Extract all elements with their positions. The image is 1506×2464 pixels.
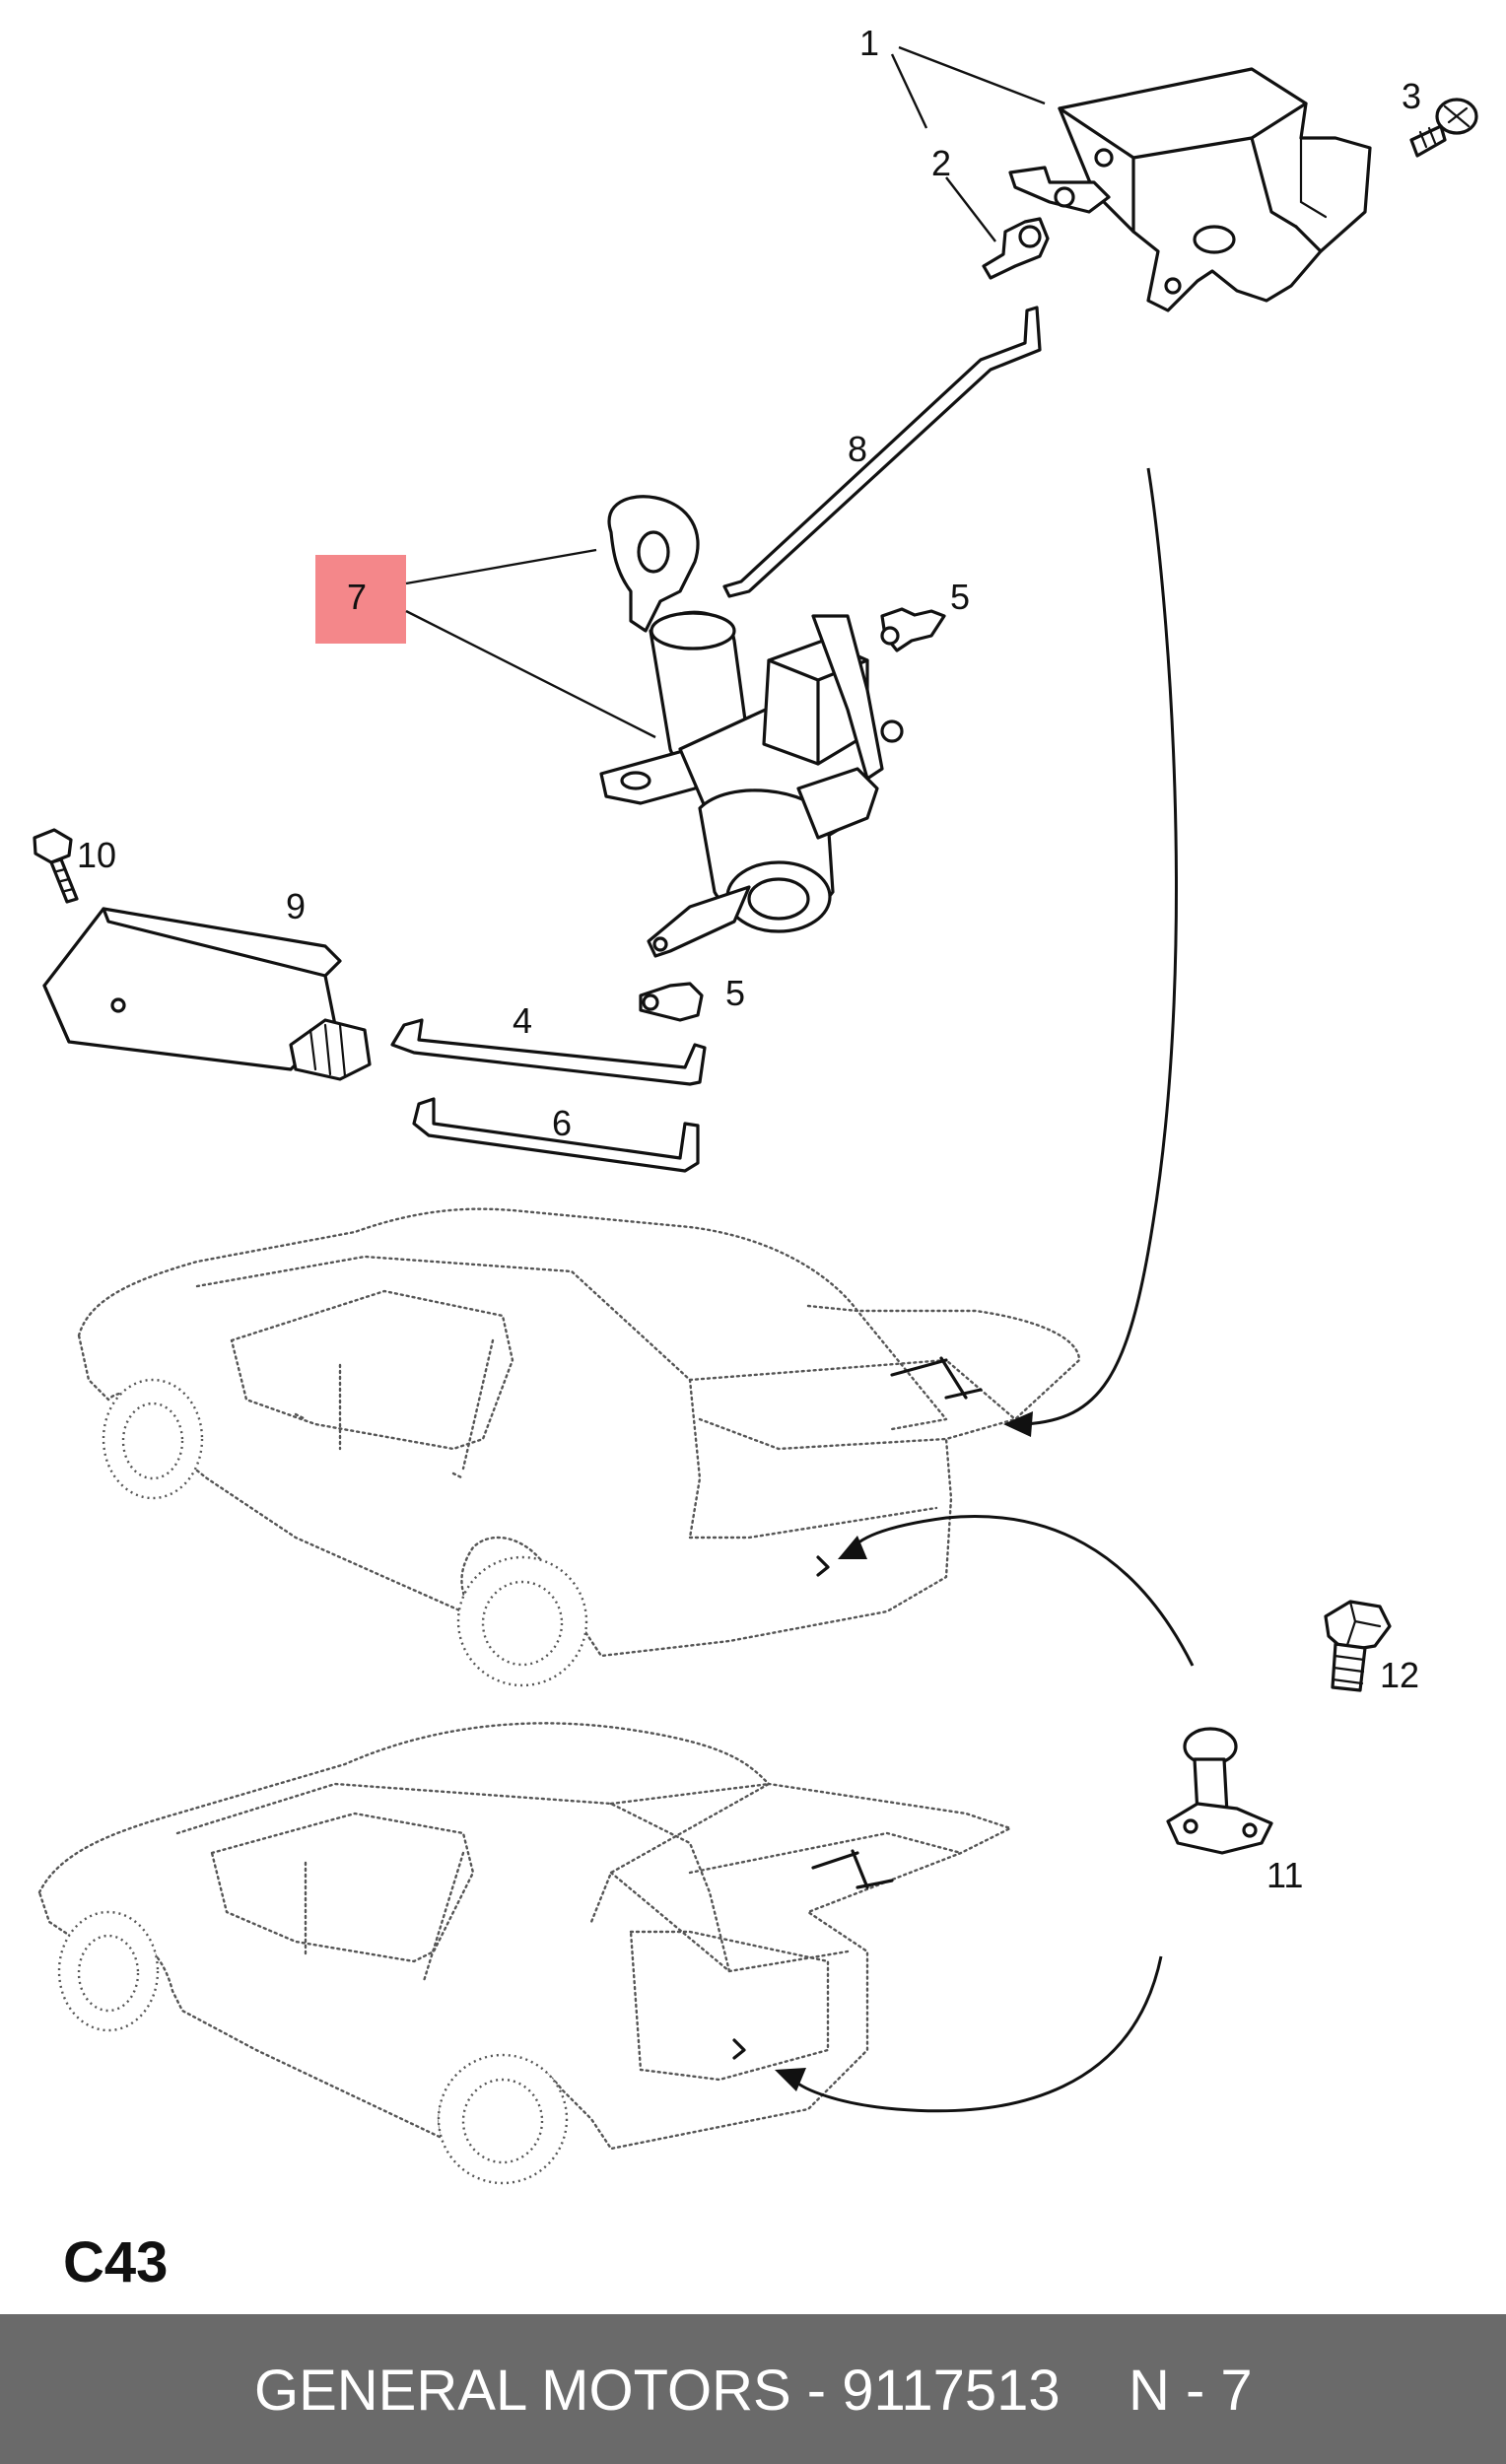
highlight-box-part-7	[315, 555, 406, 644]
callout-1: 1	[859, 23, 879, 63]
callout-11: 11	[1266, 1855, 1303, 1895]
callout-3: 3	[1402, 76, 1421, 116]
callout-12: 12	[1380, 1655, 1419, 1695]
callout-2: 2	[931, 143, 951, 183]
part-2-clip	[982, 166, 1111, 280]
leader-lines	[405, 45, 1046, 739]
car-view-tailgate-open	[37, 1722, 1012, 2185]
callout-6: 6	[552, 1103, 572, 1143]
part-3-screw	[1409, 98, 1478, 158]
part-4-rod	[390, 1018, 707, 1086]
part-5-clip-lower	[639, 982, 704, 1022]
callout-numbers: 1 2 3 8 7 5 10 9 5 4 6 12 11	[77, 23, 1421, 1895]
part-12-bolt	[1324, 1600, 1392, 1692]
arrows	[775, 467, 1195, 2113]
exploded-parts-diagram: 1 2 3 8 7 5 10 9 5 4 6 12 11	[33, 23, 1478, 2185]
footer-bar: GENERAL MOTORS - 9117513 N - 7	[0, 2314, 1506, 2464]
part-7-lock-assembly	[599, 495, 904, 958]
part-5-clip-upper	[880, 607, 946, 652]
callout-7: 7	[347, 577, 367, 617]
part-10-bolt	[33, 828, 79, 904]
part-9-actuator	[42, 907, 372, 1081]
part-11-striker	[1166, 1727, 1273, 1855]
part-1-bracket	[1058, 67, 1372, 312]
footer-page-ref: N - 7	[1129, 2359, 1253, 2423]
callout-10: 10	[77, 835, 116, 875]
callout-9: 9	[286, 886, 306, 926]
callout-4: 4	[513, 1000, 532, 1041]
callout-5-lower: 5	[725, 973, 745, 1013]
part-8-rod	[722, 306, 1042, 598]
callout-8: 8	[848, 429, 867, 469]
callout-5-upper: 5	[950, 577, 970, 617]
section-code: C43	[63, 2230, 169, 2294]
part-6-rod	[412, 1097, 700, 1173]
footer-brand-part-number: GENERAL MOTORS - 9117513	[254, 2359, 1061, 2423]
car-view-tailgate-closed	[77, 1207, 1081, 1687]
